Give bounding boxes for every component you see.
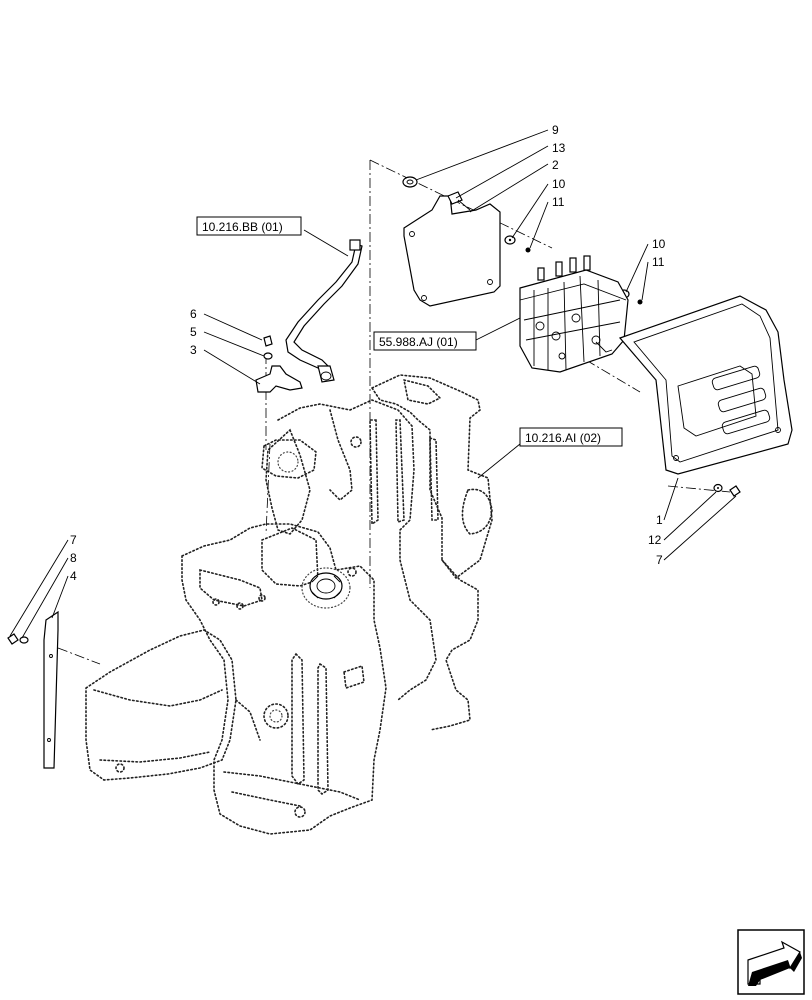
callout-5: 5: [190, 325, 197, 339]
assembly-lines: [57, 159, 731, 665]
mounting-plate: [403, 195, 501, 307]
cover-panel: [618, 295, 793, 475]
callout-2: 2: [552, 158, 559, 172]
valve-block: [519, 255, 629, 373]
pipe-clamp: [255, 335, 303, 393]
nut: [402, 176, 418, 188]
callout-10: 10: [552, 177, 566, 191]
callout-6: 6: [190, 307, 197, 321]
callout-9: 9: [552, 123, 559, 137]
callout-10: 10: [652, 237, 666, 251]
callout-7: 7: [656, 553, 663, 567]
reference-55-988-aj-label[interactable]: 55.988.AJ (01): [379, 335, 458, 349]
filler-cap: [301, 567, 351, 609]
bolt: [447, 191, 471, 211]
callout-4: 4: [70, 569, 77, 583]
callout-3: 3: [190, 343, 197, 357]
callout-numbers: 9 13 2 10 11 10 11 6 5 3 7 8 4 1 12 7: [70, 123, 666, 583]
side-strip: [7, 610, 59, 769]
next-page-arrow-icon[interactable]: [737, 929, 805, 995]
fuel-tank: [85, 374, 493, 835]
callout-11: 11: [552, 195, 565, 209]
callout-1: 1: [656, 513, 663, 527]
callout-8: 8: [70, 551, 77, 565]
callout-12: 12: [648, 533, 662, 547]
reference-10-216-ai-label[interactable]: 10.216.AI (02): [525, 431, 601, 445]
callout-11: 11: [652, 255, 665, 269]
reference-10-216-ai[interactable]: 10.216.AI (02): [519, 427, 623, 447]
callout-7: 7: [70, 533, 77, 547]
callout-13: 13: [552, 141, 566, 155]
reference-10-216-bb[interactable]: 10.216.BB (01): [196, 216, 302, 236]
leader-lines: [9, 129, 737, 639]
reference-55-988-aj[interactable]: 55.988.AJ (01): [373, 331, 477, 351]
breather-tube: [285, 239, 363, 383]
cover-fasteners: [713, 483, 741, 497]
reference-10-216-bb-label[interactable]: 10.216.BB (01): [202, 220, 283, 234]
